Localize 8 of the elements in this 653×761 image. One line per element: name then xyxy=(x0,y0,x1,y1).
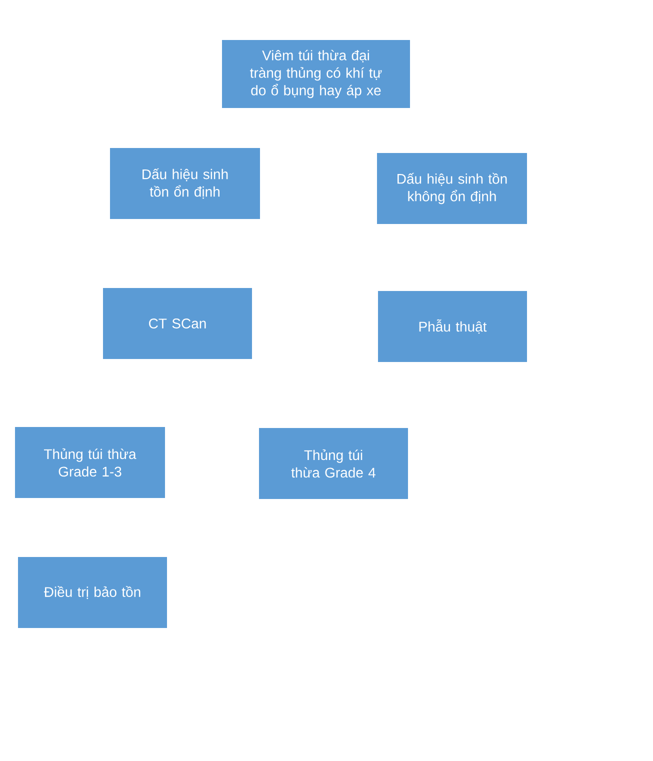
process-box: Điều trị bảo tồn xyxy=(18,557,167,628)
process-box: Dấu hiệu sinh tồn ổn định xyxy=(110,148,260,219)
process-box: CT SCan xyxy=(103,288,252,359)
process-box: Phẫu thuật xyxy=(378,291,527,362)
process-box: Thủng túi thừa Grade 1-3 xyxy=(15,427,165,498)
process-box: Viêm túi thừa đại tràng thủng có khí tự do ổ bụng hay áp xe xyxy=(222,40,410,108)
process-box: Thủng túi thừa Grade 4 xyxy=(259,428,408,499)
process-box: Dấu hiệu sinh tồn không ổn định xyxy=(377,153,527,224)
